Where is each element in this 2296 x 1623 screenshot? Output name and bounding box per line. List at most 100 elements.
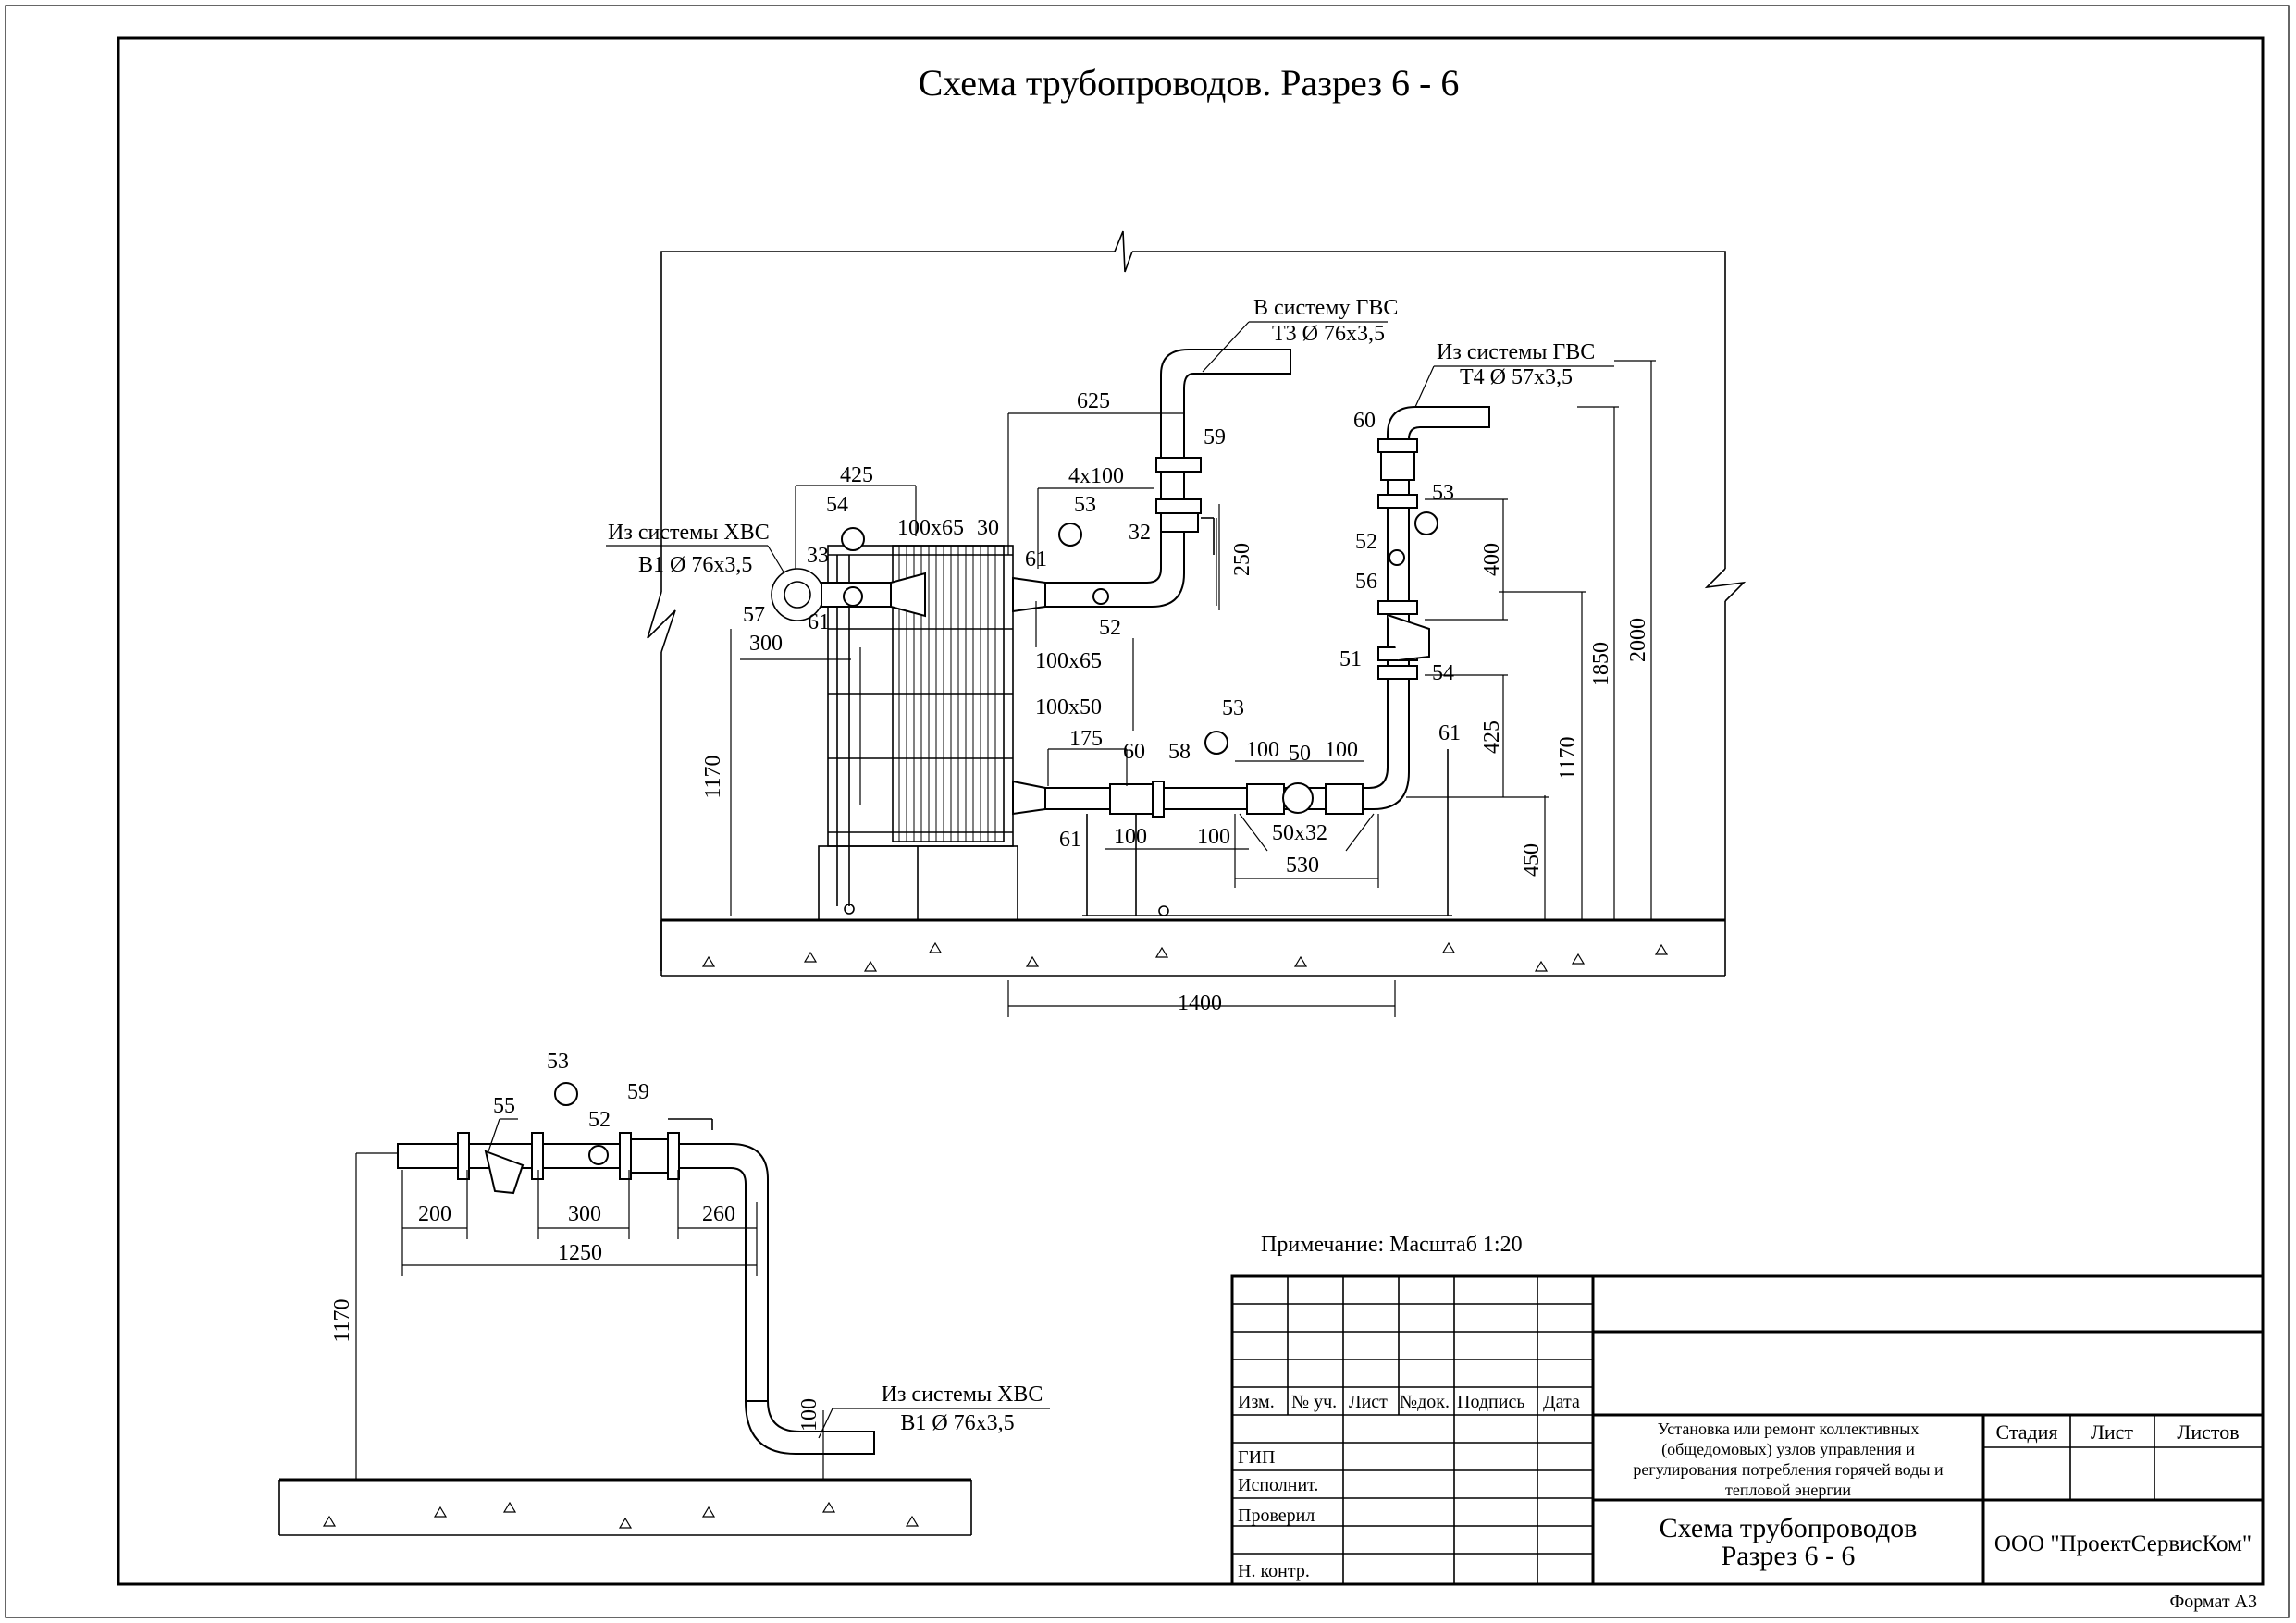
svg-text:Т4 Ø 57х3,5: Т4 Ø 57х3,5 (1460, 365, 1573, 389)
title-block: Изм. № уч. Лист №док. Подпись Дата ГИП И… (1230, 1274, 2265, 1586)
svg-text:61: 61 (808, 610, 830, 634)
lower-detail-piping (397, 1082, 875, 1455)
supports (1082, 749, 1452, 916)
stamp-company: ООО "ПроектСервисКом" (1994, 1531, 2252, 1556)
stamp-project-1: Установка или ремонт коллективных (1658, 1420, 1920, 1438)
svg-text:50х32: 50х32 (1272, 821, 1327, 845)
svg-text:2000: 2000 (1626, 618, 1650, 662)
svg-text:52: 52 (1099, 616, 1121, 640)
inner-frame (117, 36, 2265, 1586)
lower-dimension-lines (355, 1118, 1050, 1480)
svg-text:Т3 Ø 76х3,5: Т3 Ø 76х3,5 (1272, 322, 1385, 346)
svg-text:50: 50 (1289, 742, 1311, 766)
svg-text:Из системы ГВС: Из системы ГВС (1437, 340, 1595, 364)
pipe-gvs-supply (1012, 349, 1291, 613)
svg-text:52: 52 (1355, 530, 1377, 554)
svg-text:625: 625 (1077, 389, 1110, 413)
outer-frame (5, 5, 2290, 1618)
svg-text:200: 200 (418, 1202, 451, 1226)
svg-text:4х100: 4х100 (1068, 464, 1124, 488)
pipe-hvs-inlet (771, 568, 926, 621)
room-outline (647, 230, 1747, 971)
stamp-sheet-hdr: Лист (2091, 1420, 2133, 1444)
stamp-sheets-hdr: Листов (2177, 1420, 2239, 1444)
labels-main: В систему ГВС Т3 Ø 76х3,5 Из системы ГВС… (608, 296, 1595, 577)
svg-text:1400: 1400 (1178, 991, 1222, 1015)
position-text-main: 54 33 57 61 30 53 61 32 52 59 60 53 52 5… (743, 409, 1461, 852)
svg-text:300: 300 (749, 632, 783, 656)
svg-text:100х65: 100х65 (897, 516, 964, 540)
svg-text:100: 100 (1325, 738, 1358, 762)
svg-text:53: 53 (1222, 696, 1244, 720)
svg-text:33: 33 (807, 544, 829, 568)
svg-text:52: 52 (588, 1108, 611, 1132)
svg-text:61: 61 (1438, 721, 1461, 745)
stamp-col-data: Дата (1543, 1392, 1580, 1412)
svg-text:100х50: 100х50 (1035, 695, 1102, 719)
stamp-role-ispoln: Исполнит. (1238, 1475, 1318, 1495)
floor-slab-main (660, 918, 1726, 977)
svg-text:30: 30 (977, 516, 999, 540)
stamp-project-4: тепловой энергии (1725, 1481, 1851, 1499)
pipe-gvs-return (1012, 406, 1490, 818)
svg-text:530: 530 (1286, 854, 1319, 878)
svg-text:1250: 1250 (558, 1241, 602, 1265)
dimension-lines-main (730, 360, 1656, 1017)
dimension-text-main: 425 625 4х100 100х65 100х65 300 100х50 1… (701, 389, 1650, 1015)
scale-note: Примечание: Масштаб 1:20 (1261, 1233, 1523, 1257)
svg-text:В1 Ø 76х3,5: В1 Ø 76х3,5 (638, 553, 752, 577)
stamp-project-2: (общедомовых) узлов управления и (1661, 1440, 1915, 1459)
lower-text: 53 55 52 59 200 300 260 1250 1170 100 Из… (330, 1050, 1043, 1435)
stamp-role-nkontr: Н. контр. (1238, 1561, 1310, 1581)
svg-text:1850: 1850 (1589, 642, 1613, 686)
svg-text:100: 100 (1114, 825, 1147, 849)
stamp-drawing-title-2: Разрез 6 - 6 (1722, 1541, 1856, 1571)
stamp-role-proveril: Проверил (1238, 1506, 1315, 1526)
svg-text:1170: 1170 (1556, 736, 1580, 780)
stamp-col-ndok: №док. (1400, 1392, 1450, 1412)
leader-lines (606, 321, 1614, 805)
svg-text:59: 59 (1204, 425, 1226, 449)
svg-text:В1 Ø 76х3,5: В1 Ø 76х3,5 (900, 1411, 1014, 1435)
svg-text:450: 450 (1520, 843, 1544, 877)
stamp-drawing-title-1: Схема трубопроводов (1660, 1513, 1918, 1543)
svg-text:59: 59 (627, 1080, 649, 1104)
format-label: Формат А3 (2169, 1592, 2257, 1612)
svg-text:56: 56 (1355, 570, 1377, 594)
stamp-col-izm: Изм. (1238, 1392, 1275, 1412)
stamp-role-gip: ГИП (1238, 1447, 1275, 1468)
svg-text:400: 400 (1480, 543, 1504, 576)
svg-text:58: 58 (1168, 740, 1191, 764)
svg-text:Из системы ХВС: Из системы ХВС (882, 1383, 1043, 1407)
svg-text:54: 54 (826, 493, 848, 517)
svg-text:32: 32 (1129, 521, 1151, 545)
svg-text:60: 60 (1123, 740, 1145, 764)
svg-text:В систему ГВС: В систему ГВС (1253, 296, 1398, 320)
svg-text:100х65: 100х65 (1035, 649, 1102, 673)
svg-text:425: 425 (1480, 720, 1504, 754)
pressure-gauges (841, 511, 1438, 755)
svg-text:57: 57 (743, 603, 765, 627)
stamp-col-podpis: Подпись (1457, 1392, 1524, 1412)
svg-text:100: 100 (797, 1398, 821, 1432)
svg-text:425: 425 (840, 463, 873, 487)
svg-text:53: 53 (1074, 493, 1096, 517)
svg-text:260: 260 (702, 1202, 735, 1226)
svg-text:61: 61 (1059, 828, 1081, 852)
page-title: Схема трубопроводов. Разрез 6 - 6 (919, 62, 1460, 104)
stamp-col-uch: № уч. (1291, 1392, 1337, 1412)
stamp-col-list: Лист (1349, 1392, 1388, 1412)
svg-text:60: 60 (1353, 409, 1376, 433)
svg-text:54: 54 (1432, 661, 1454, 685)
svg-text:51: 51 (1339, 647, 1362, 671)
svg-text:1170: 1170 (701, 755, 725, 798)
svg-text:100: 100 (1246, 738, 1279, 762)
svg-text:Из системы ХВС: Из системы ХВС (608, 521, 770, 545)
stamp-stage-hdr: Стадия (1995, 1420, 2057, 1444)
svg-text:53: 53 (1432, 481, 1454, 505)
stamp-project-3: регулирования потребления горячей воды и (1633, 1460, 1944, 1479)
svg-text:175: 175 (1069, 727, 1103, 751)
svg-text:61: 61 (1025, 547, 1047, 572)
floor-slab-lower (278, 1478, 972, 1536)
